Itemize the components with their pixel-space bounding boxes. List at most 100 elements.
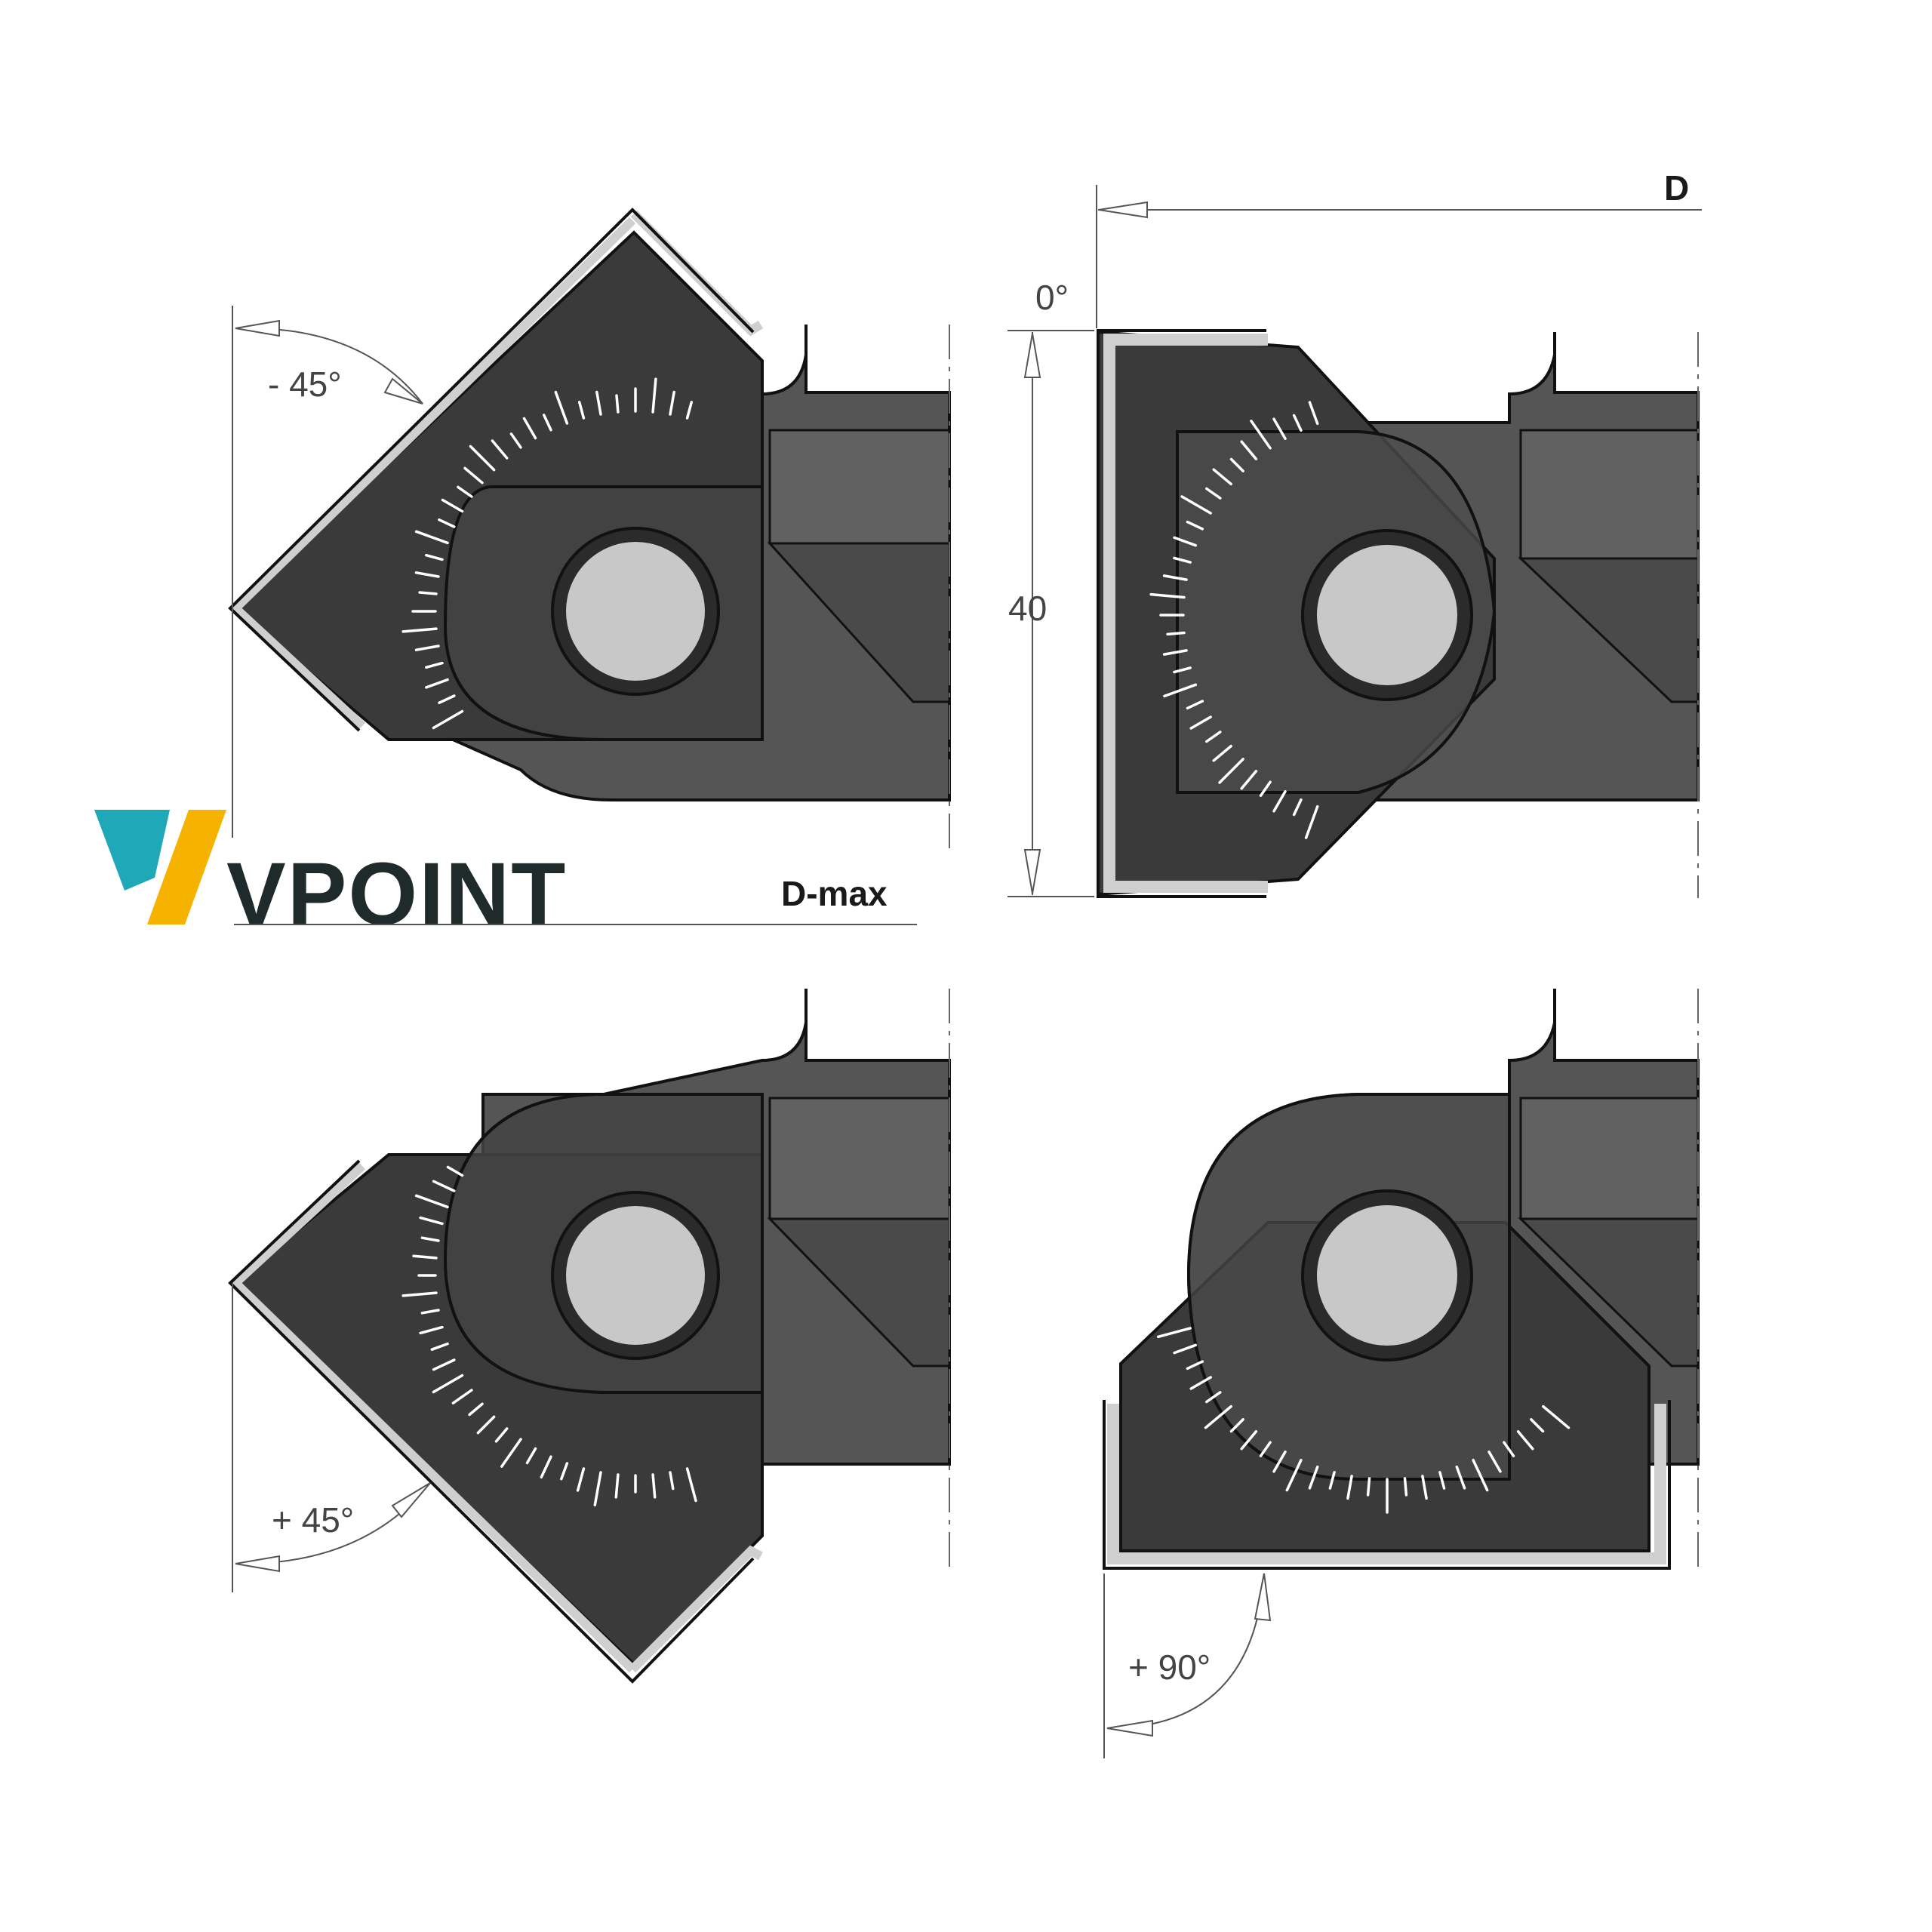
scale-tick [1212,468,1232,486]
scale-tick [1346,1475,1353,1500]
scale-tick [414,571,440,578]
scale-tick [1250,420,1272,450]
arrow-left-icon [235,319,280,337]
scale-tick [1212,744,1232,762]
bore [566,1206,705,1345]
scale-tick [1205,1391,1222,1404]
scale-tick [463,466,484,485]
panel-plus-90: + 90° [1103,989,1700,1758]
scale-tick [438,694,456,705]
scale-tick [1292,414,1303,432]
insert-edge [1103,334,1268,893]
scale-tick [595,390,602,416]
holder-slot [1519,1097,1700,1220]
scale-tick [1162,649,1188,656]
scale-tick [540,1455,552,1479]
scale-tick [685,401,694,420]
scale-tick [1328,1471,1336,1490]
scale-tick [432,1180,456,1192]
insert-outline-outer [228,208,755,732]
arrow-right-icon [391,1482,431,1518]
scale-tick [500,1438,522,1468]
scale-tick [593,1471,602,1507]
scale-tick [1240,1430,1258,1451]
scale-tick [1229,1418,1244,1433]
scale-tick [425,553,444,561]
scale-tick [1438,1471,1446,1490]
scale-tick [476,1415,496,1435]
dimension-label-d: D [1664,168,1689,208]
scale-tick [1173,666,1192,674]
scale-tick [1166,631,1186,636]
scale-tick [1240,770,1258,790]
scale-tick [420,1309,440,1315]
scale-tick [401,1291,438,1297]
angle-label-minus-45: - 45° [268,365,342,404]
scale-tick [420,1236,440,1242]
arrow-up-icon [1023,333,1041,378]
holder-shank [767,542,951,703]
scale-tick [685,1467,697,1503]
scale-tick [1180,495,1212,515]
scale-tick [1186,520,1204,531]
scale-tick [432,709,464,730]
arrow-down-icon [1023,849,1041,894]
scale-tick [425,661,444,669]
scale-tick [1189,715,1212,730]
dimension-label-dmax: D-max [781,874,888,913]
scale-tick [615,394,620,414]
scale-tick [522,417,537,440]
angle-label-plus-45: + 45° [272,1500,354,1540]
scale-tick [554,390,569,425]
angle-scale [1149,401,1319,839]
insert-edge-left [229,1162,636,1673]
dimension-label-40: 40 [1008,589,1047,628]
scale-tick [1530,1418,1545,1433]
scale-tick [1149,592,1186,599]
scale-tick [446,1165,464,1177]
scale-tick [401,627,438,633]
scale-tick [577,401,586,420]
scale-tick [418,591,438,595]
scale-tick [1304,804,1319,839]
scale-tick [1292,798,1303,817]
scale-tick [491,439,509,460]
scale-tick [509,432,522,449]
holder-shank [767,1217,951,1367]
scale-tick [1163,683,1198,698]
insert-outline-outer [1097,329,1266,898]
scale-tick [1240,440,1258,460]
scale-tick [576,1467,586,1492]
scale-tick [1173,556,1192,564]
scale-tick [1472,1458,1489,1492]
scale-tick [412,1254,438,1260]
scale-tick [414,1194,449,1209]
scale-tick [432,1374,464,1394]
angle-label-plus-90: + 90° [1128,1647,1211,1687]
scale-tick [651,1473,657,1499]
scale-tick [438,518,456,528]
scale-tick [414,645,440,651]
scale-tick [1421,1475,1428,1500]
arrow-left-icon [1098,201,1148,219]
scale-tick [1259,780,1272,797]
scale-tick [1272,790,1287,813]
scale-tick [1285,1458,1303,1492]
scale-tick [1455,1465,1466,1490]
scale-tick [419,1216,444,1226]
scale-tick [525,1447,537,1465]
scale-tick [1189,1376,1212,1390]
scale-tick [414,530,449,545]
bore [566,542,705,681]
scale-tick [560,1462,569,1481]
scale-tick [1204,1404,1232,1429]
insert-edge-left [229,217,636,730]
scale-tick [1272,417,1287,440]
scale-tick [432,1358,456,1371]
scale-tick [419,1325,444,1335]
insert-outline-outer [228,1159,755,1684]
scale-tick [1259,1441,1272,1457]
insert-outline-outer [1103,1400,1671,1570]
scale-tick [441,498,464,513]
